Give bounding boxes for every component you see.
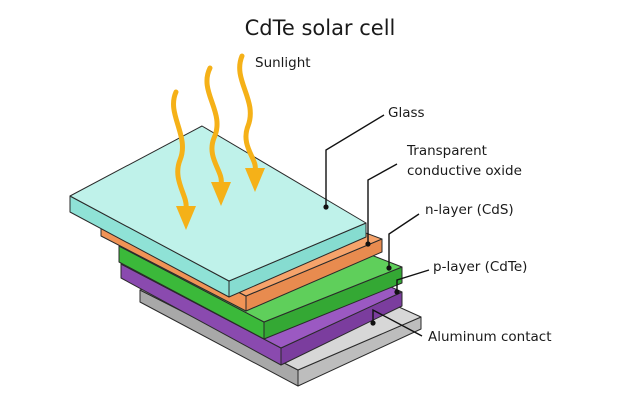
p-layer-callout: p-layer (CdTe) — [394, 259, 527, 295]
sunlight-rays — [171, 53, 265, 230]
glass-top-face — [69, 125, 367, 282]
aluminum-label: Aluminum contact — [428, 329, 552, 345]
tco-label-line1: Transparent — [406, 143, 487, 159]
p-layer-leader-line — [396, 269, 430, 292]
sun-ray-arrow-middle — [204, 65, 231, 206]
glass-callout: Glass — [323, 105, 425, 210]
aluminum-callout: Aluminum contact — [370, 308, 552, 345]
tco-callout: Transparent conductive oxide — [365, 143, 522, 247]
sun-ray-arrow-right — [237, 53, 265, 192]
p-layer-label: p-layer (CdTe) — [433, 259, 527, 275]
n-layer-leader-dot — [386, 265, 392, 271]
glass-label: Glass — [388, 105, 425, 121]
glass-layer — [69, 125, 367, 298]
sunlight-label: Sunlight — [255, 55, 311, 71]
glass-leader-dot — [323, 204, 329, 210]
aluminum-leader-dot — [370, 320, 376, 326]
sun-ray-arrow-left — [171, 89, 196, 230]
glass-leader-line — [325, 114, 385, 207]
tco-leader-line — [367, 163, 398, 244]
n-layer-leader-line — [388, 213, 420, 268]
n-layer-label: n-layer (CdS) — [425, 202, 514, 218]
aluminum-leader-line — [372, 308, 423, 337]
n-layer-callout: n-layer (CdS) — [386, 202, 514, 271]
diagram-title: CdTe solar cell — [245, 16, 396, 40]
tco-label-line2: conductive oxide — [407, 163, 522, 179]
p-layer-leader-dot — [394, 289, 400, 295]
tco-leader-dot — [365, 241, 371, 247]
